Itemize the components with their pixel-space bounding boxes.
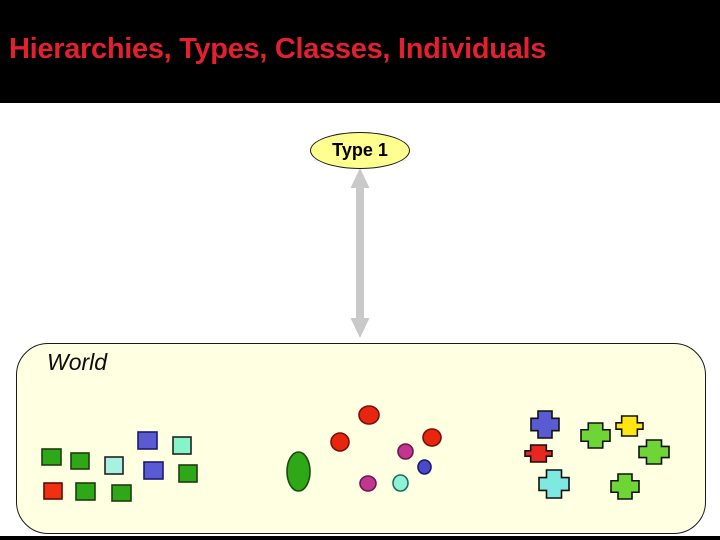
shape-magenta-ellipse xyxy=(359,475,377,492)
header-bar: Hierarchies, Types, Classes, Individuals xyxy=(0,0,720,103)
shape-green-ellipse xyxy=(286,451,311,492)
shape-green-square xyxy=(41,448,62,466)
shape-red-square xyxy=(43,482,63,500)
shape-green-square xyxy=(70,452,90,470)
shape-red-ellipse xyxy=(422,428,442,447)
shape-cyan-ellipse xyxy=(392,474,409,492)
shape-blue-ellipse xyxy=(417,459,432,475)
type1-node: Type 1 xyxy=(310,132,410,169)
world-box: World xyxy=(16,343,706,534)
shape-blue-cross xyxy=(530,410,560,439)
shape-cyan-square xyxy=(104,456,124,475)
shape-cyan-cross xyxy=(538,469,570,499)
shape-red-ellipse xyxy=(330,432,350,452)
footer-bar xyxy=(0,536,720,540)
shape-green-cross xyxy=(610,473,640,500)
shape-green-cross xyxy=(580,422,611,449)
world-label: World xyxy=(47,349,108,375)
shape-aquamarine-square xyxy=(172,436,192,455)
updown-arrow-shape xyxy=(350,168,370,338)
shape-green-square xyxy=(111,484,132,502)
shapes-layer xyxy=(41,405,670,502)
shape-green-cross xyxy=(638,439,670,465)
slide-title: Hierarchies, Types, Classes, Individuals xyxy=(9,33,547,65)
shape-magenta-ellipse xyxy=(397,443,414,460)
shape-red-ellipse xyxy=(358,405,380,425)
shape-green-square xyxy=(178,464,198,483)
shape-green-square xyxy=(75,482,96,501)
type1-label: Type 1 xyxy=(332,140,388,160)
shape-red-hcross xyxy=(524,444,553,463)
shape-blue-square xyxy=(143,461,164,480)
updown-arrow-icon xyxy=(350,168,370,338)
shape-blue-square xyxy=(137,431,158,450)
shape-yellow-hcross xyxy=(615,415,644,437)
